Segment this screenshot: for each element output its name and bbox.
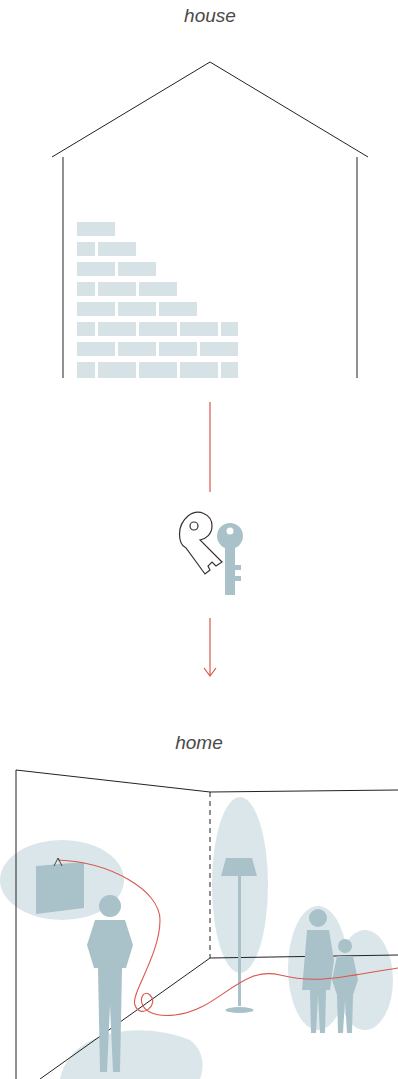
key-hole	[227, 528, 234, 535]
node-title: home	[0, 732, 398, 754]
picture-hook	[54, 858, 62, 866]
room-outline	[16, 770, 398, 1079]
scene-node: home	[0, 676, 398, 1079]
node-title: house	[50, 5, 370, 27]
connection-thread	[58, 860, 398, 1015]
picture-frame	[36, 862, 84, 914]
filled-key	[217, 523, 243, 595]
room-blobs	[0, 797, 393, 1079]
brick-wall	[77, 222, 238, 378]
house-outline	[52, 62, 368, 378]
outline-key	[180, 512, 223, 574]
keys-backdrop	[170, 492, 250, 618]
room-figures	[36, 858, 358, 1072]
scene-node: house	[50, 0, 370, 402]
